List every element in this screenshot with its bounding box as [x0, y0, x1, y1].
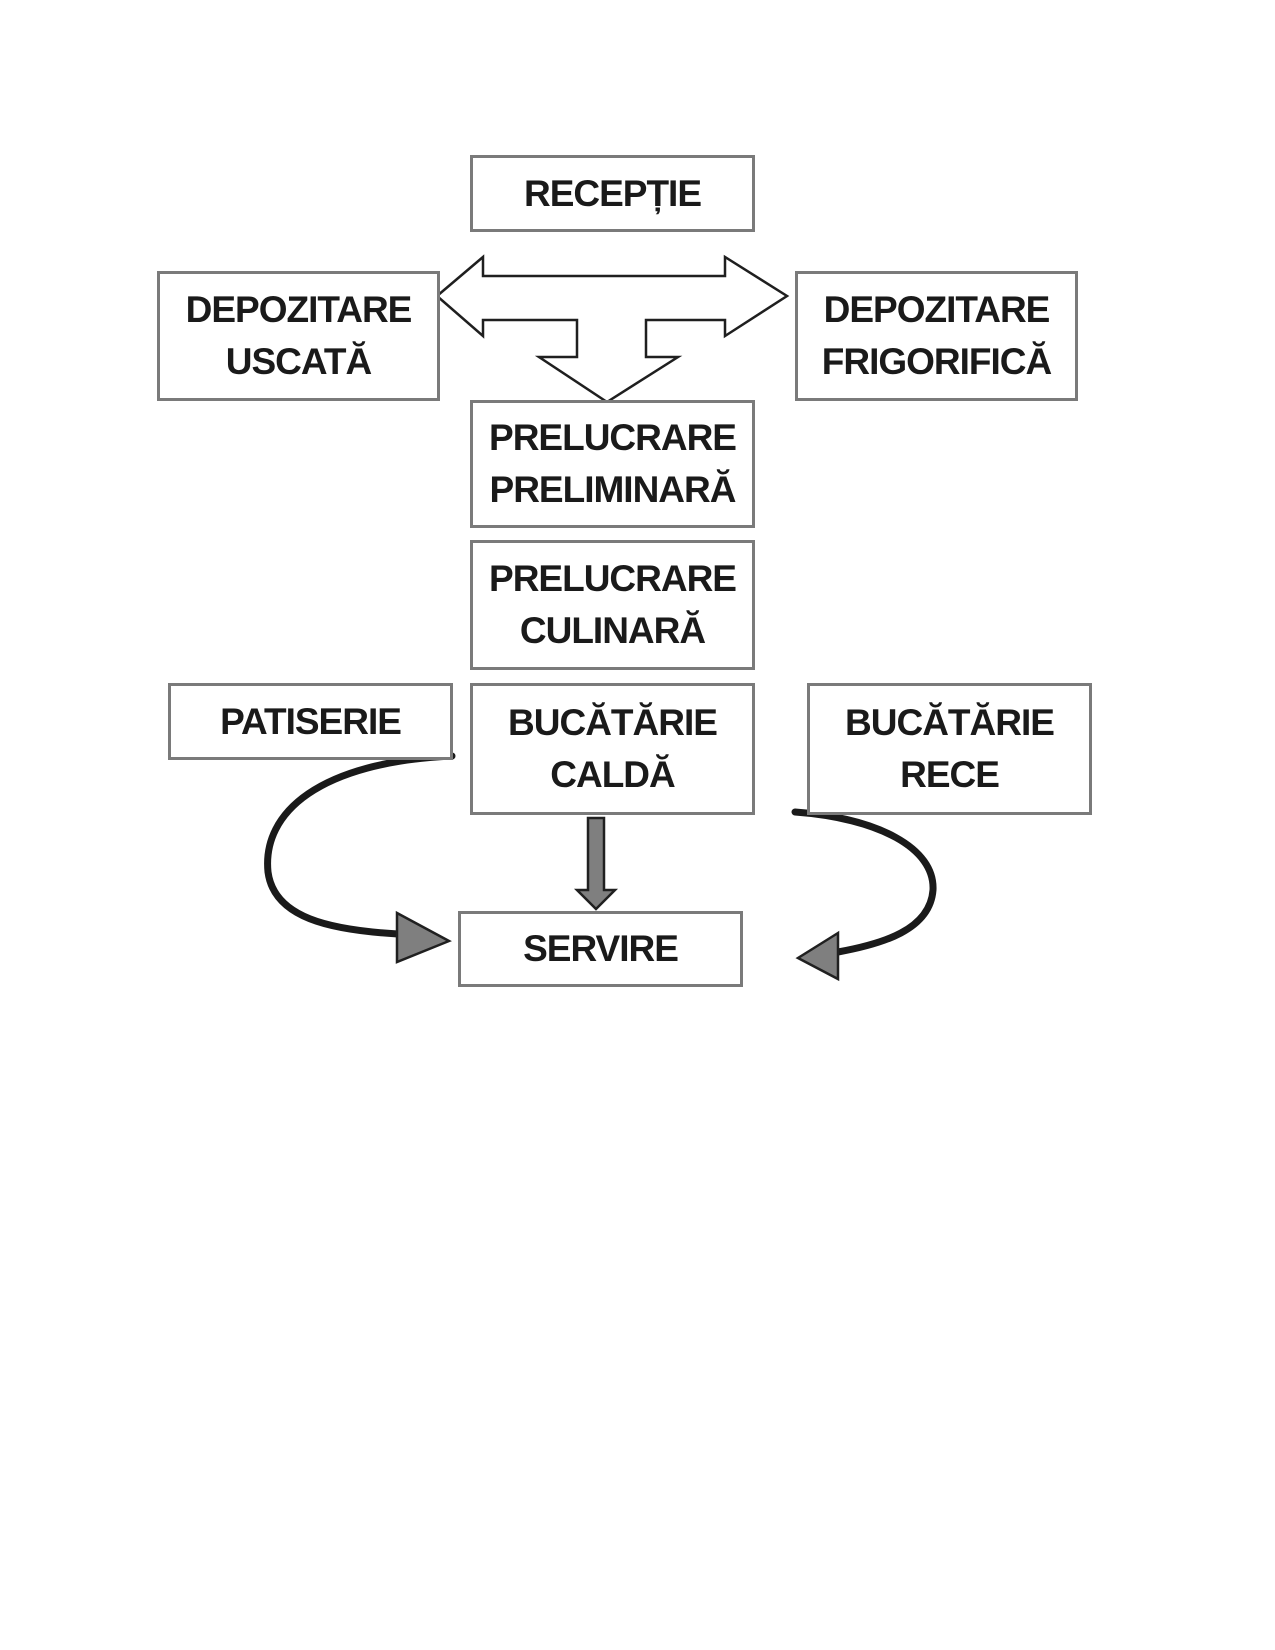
box-bucatarie-calda-line-1: BUCĂTĂRIE — [508, 702, 718, 743]
box-depozitare-uscata-line-2: USCATĂ — [225, 341, 372, 382]
box-patiserie: PATISERIE — [168, 683, 453, 760]
box-prelucrare-preliminara-line-2: PRELIMINARĂ — [489, 469, 737, 510]
calda-to-servire-arrow — [573, 816, 619, 911]
distribution-block-arrow — [435, 254, 790, 404]
box-prelucrare-culinara: PRELUCRARE CULINARĂ — [470, 540, 755, 670]
patiserie-curve — [264, 752, 456, 938]
box-prelucrare-preliminara: PRELUCRARE PRELIMINARĂ — [470, 400, 755, 528]
box-receptie: RECEPȚIE — [470, 155, 755, 232]
box-depozitare-frigorifica: DEPOZITARE FRIGORIFICĂ — [795, 271, 1078, 401]
box-depozitare-uscata: DEPOZITARE USCATĂ — [157, 271, 440, 401]
box-depozitare-frigorifica-line-1: DEPOZITARE — [823, 289, 1051, 330]
box-prelucrare-culinara-line-2: CULINARĂ — [519, 610, 706, 651]
box-bucatarie-calda: BUCĂTĂRIE CALDĂ — [470, 683, 755, 815]
box-servire: SERVIRE — [458, 911, 743, 987]
box-prelucrare-culinara-line-1: PRELUCRARE — [489, 558, 737, 599]
box-prelucrare-preliminara-line-1: PRELUCRARE — [489, 417, 737, 458]
box-patiserie-line-1: PATISERIE — [220, 700, 402, 742]
box-depozitare-frigorifica-line-2: FRIGORIFICĂ — [821, 341, 1052, 382]
box-bucatarie-rece-line-2: RECE — [900, 754, 1000, 795]
box-depozitare-uscata-line-1: DEPOZITARE — [185, 289, 413, 330]
rece-curve — [791, 808, 937, 956]
box-bucatarie-calda-line-2: CALDĂ — [550, 754, 675, 795]
rece-arrowhead — [795, 930, 840, 982]
box-bucatarie-rece-line-1: BUCĂTĂRIE — [845, 702, 1055, 743]
box-servire-line-1: SERVIRE — [523, 928, 679, 969]
patiserie-arrowhead — [395, 910, 452, 964]
box-bucatarie-rece: BUCĂTĂRIE RECE — [807, 683, 1092, 815]
box-receptie-line-1: RECEPȚIE — [523, 172, 702, 214]
